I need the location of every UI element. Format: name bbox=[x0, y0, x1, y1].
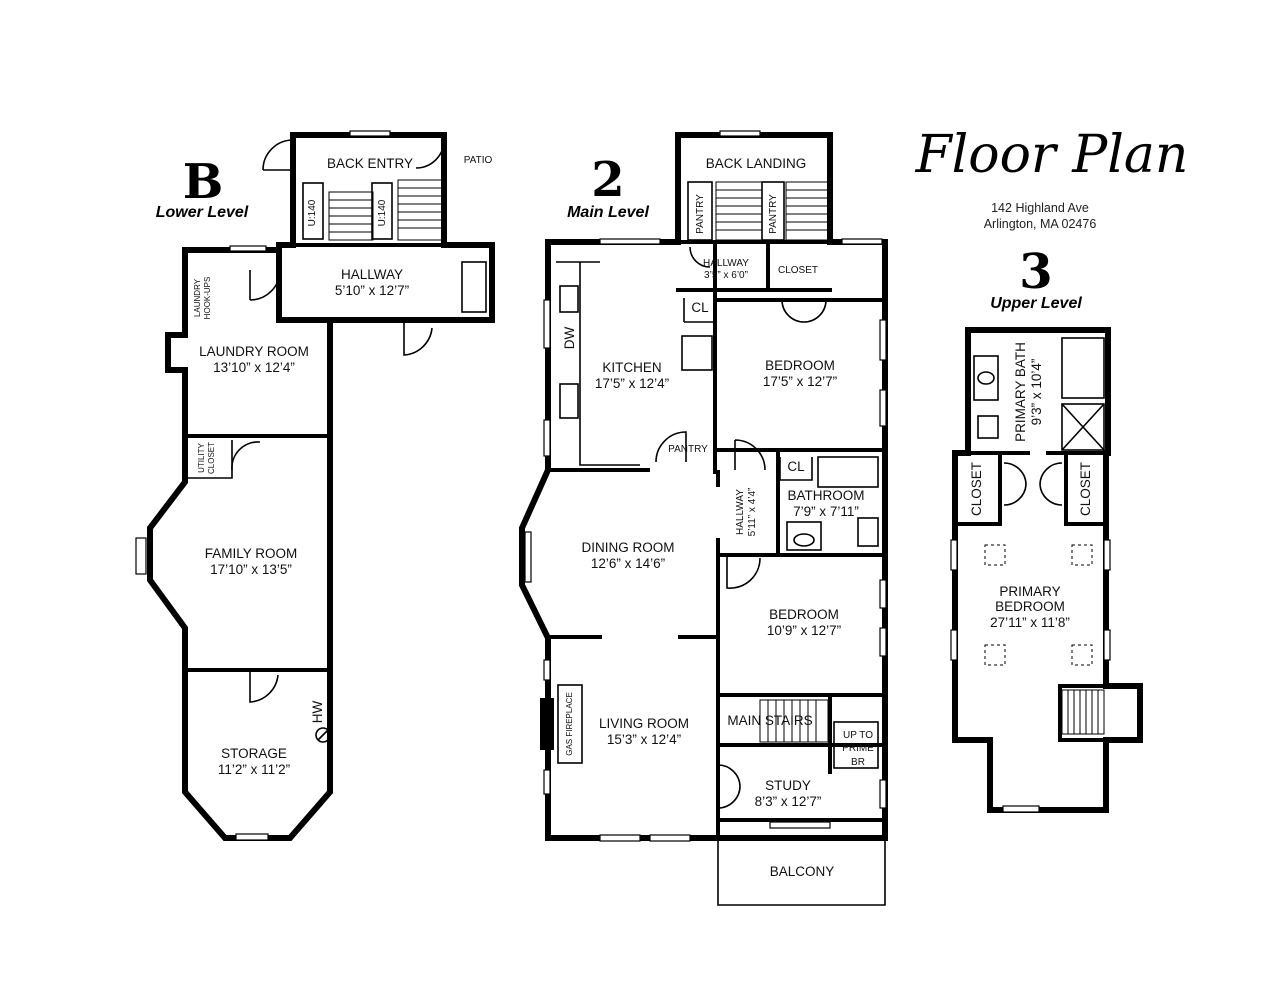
bedroom-1-label: BEDROOM bbox=[765, 358, 835, 373]
small-hallway-dims: 3’5” x 6’0” bbox=[704, 270, 748, 281]
living-room-dims: 15’3” x 12’4” bbox=[607, 732, 681, 747]
lower-hallway-label: HALLWAY bbox=[341, 267, 403, 282]
living-room-label: LIVING ROOM bbox=[599, 716, 689, 731]
up-to-label-3: BR bbox=[851, 757, 865, 768]
address-line-1: 142 Highland Ave bbox=[991, 201, 1089, 215]
study-dims: 8’3” x 12’7” bbox=[755, 794, 822, 809]
vertical-hallway-dims: 5’11” x 4’4” bbox=[747, 488, 758, 537]
bedroom-2-label: BEDROOM bbox=[769, 607, 839, 622]
address-line-2: Arlington, MA 02476 bbox=[984, 217, 1097, 231]
pantry-label-c: PANTRY bbox=[668, 444, 708, 455]
small-hallway-label: HALLWAY bbox=[703, 258, 749, 269]
balcony-label: BALCONY bbox=[770, 864, 835, 879]
upper-level-plan: 3 Upper Level bbox=[950, 244, 1143, 813]
lower-level-name: Lower Level bbox=[156, 204, 249, 221]
dining-room-dims: 12’6” x 14’6” bbox=[591, 556, 665, 571]
u140-label-a: U:140 bbox=[307, 199, 318, 226]
up-to-label-1: UP TO bbox=[843, 730, 873, 741]
primary-bedroom-label-2: BEDROOM bbox=[995, 599, 1065, 614]
closet-right-label: CLOSET bbox=[1078, 462, 1093, 516]
pantry-label-b: PANTRY bbox=[768, 194, 779, 234]
hw-label: HW bbox=[310, 701, 325, 724]
main-level-name: Main Level bbox=[567, 204, 649, 221]
up-to-label-2: PRIME bbox=[842, 743, 874, 754]
lower-hallway-dims: 5’10” x 12’7” bbox=[335, 283, 409, 298]
closet-left-label: CLOSET bbox=[969, 462, 984, 516]
utility-closet-label-1: UTILITY bbox=[197, 442, 206, 472]
upper-level-number: 3 bbox=[1019, 244, 1052, 300]
gas-fireplace-label: GAS FIREPLACE bbox=[565, 692, 574, 756]
laundry-room-label: LAUNDRY ROOM bbox=[199, 344, 309, 359]
u140-label-b: U:140 bbox=[377, 199, 388, 226]
laundry-hookups-label-2: HOOK-UPS bbox=[203, 277, 212, 320]
dining-room-label: DINING ROOM bbox=[582, 540, 675, 555]
primary-bath-dims: 9’3” x 10’4” bbox=[1029, 359, 1044, 426]
bedroom-2-dims: 10’9” x 12’7” bbox=[767, 623, 841, 638]
vertical-hallway-label: HALLWAY bbox=[735, 489, 746, 535]
storage-label: STORAGE bbox=[221, 746, 287, 761]
patio-label: PATIO bbox=[464, 155, 493, 166]
back-landing-label: BACK LANDING bbox=[706, 156, 807, 171]
floor-plan-title: Floor Plan bbox=[915, 125, 1189, 185]
laundry-room-dims: 13’10” x 12’4” bbox=[213, 360, 295, 375]
bedroom-1-dims: 17’5” x 12’7” bbox=[763, 374, 837, 389]
primary-bedroom-dims: 27’11” x 11’8” bbox=[990, 615, 1070, 630]
main-level-plan: 2 Main Level bbox=[519, 130, 888, 906]
utility-closet-label-2: CLOSET bbox=[207, 442, 216, 474]
main-level-number: 2 bbox=[591, 152, 624, 208]
study-label: STUDY bbox=[765, 778, 811, 793]
bathroom-label: BATHROOM bbox=[788, 488, 865, 503]
lower-level-plan: B Lower Level bbox=[135, 130, 495, 841]
upper-level-name: Upper Level bbox=[990, 295, 1082, 312]
closet-label: CLOSET bbox=[778, 265, 818, 276]
bathroom-dims: 7’9” x 7’11” bbox=[793, 504, 859, 519]
kitchen-dims: 17’5” x 12’4” bbox=[595, 376, 669, 391]
dw-label: DW bbox=[562, 327, 577, 350]
bath-cl-label: CL bbox=[787, 459, 805, 474]
kitchen-label: KITCHEN bbox=[602, 360, 661, 375]
back-entry-label: BACK ENTRY bbox=[327, 156, 413, 171]
kitchen-cl-label: CL bbox=[691, 300, 709, 315]
laundry-hookups-label-1: LAUNDRY bbox=[193, 278, 202, 317]
pantry-label-a: PANTRY bbox=[695, 194, 706, 234]
primary-bedroom-label-1: PRIMARY bbox=[999, 584, 1060, 599]
family-room-label: FAMILY ROOM bbox=[205, 546, 298, 561]
main-stairs-label: MAIN STAIRS bbox=[727, 713, 812, 728]
primary-bath-label: PRIMARY BATH bbox=[1013, 342, 1028, 442]
lower-level-number: B bbox=[183, 154, 224, 210]
storage-dims: 11’2” x 11’2” bbox=[218, 762, 290, 777]
family-room-dims: 17’10” x 13’5” bbox=[210, 562, 292, 577]
